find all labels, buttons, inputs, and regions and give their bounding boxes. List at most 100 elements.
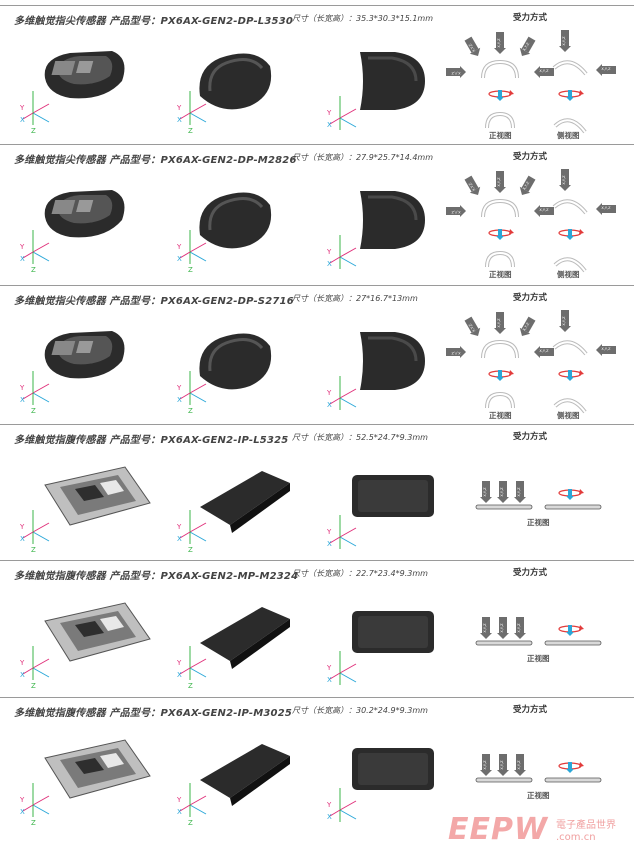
- force-arrow-icon: X,Y,Z: [446, 346, 466, 358]
- axis-x-label: X: [327, 401, 332, 409]
- svg-text:X,Y,Z: X,Y,Z: [500, 487, 504, 497]
- product-title: 多维触觉指腹传感器 产品型号：PX6AX-GEN2-IP-M3025: [14, 708, 293, 719]
- fingerpad-cover-image: [200, 607, 290, 669]
- axis-x-label: X: [327, 121, 332, 129]
- front-view-label: 正视图: [527, 518, 550, 527]
- axis-y-label: Y: [19, 796, 25, 804]
- xyz-axis-icon: YXZ: [176, 371, 207, 415]
- svg-text:X,Y,Z: X,Y,Z: [483, 623, 487, 633]
- axis-z-label: Z: [188, 546, 193, 554]
- product-title: 多维触觉指尖传感器 产品型号：PX6AX-GEN2-DP-L3530: [14, 16, 294, 27]
- force-arrow-icon: X,Y,Z: [494, 32, 506, 54]
- axis-z-label: Z: [188, 266, 193, 274]
- xyz-axis-icon: YXZ: [19, 371, 50, 415]
- arch-sensor-icon: [481, 198, 519, 218]
- svg-text:X,Y,Z: X,Y,Z: [468, 181, 476, 191]
- rotation-force-icon: [558, 90, 584, 101]
- svg-text:X,Y,Z: X,Y,Z: [483, 760, 487, 770]
- axis-x-label: X: [20, 396, 25, 404]
- svg-text:X,Y,Z: X,Y,Z: [483, 487, 487, 497]
- svg-text:X,Y,Z: X,Y,Z: [522, 41, 530, 51]
- axis-z-label: Z: [188, 407, 193, 415]
- product-title: 多维触觉指腹传感器 产品型号：PX6AX-GEN2-IP-L5325: [14, 435, 289, 446]
- axis-x-label: X: [327, 676, 332, 684]
- axis-z-label: Z: [31, 682, 36, 690]
- arch-sensor-icon: [481, 59, 519, 79]
- rotation-force-icon: [558, 625, 584, 636]
- force-arrow-icon: X,Y,Z: [464, 36, 481, 56]
- axis-x-label: X: [20, 671, 25, 679]
- axis-x-label: X: [177, 808, 182, 816]
- fingerpad-top-image: [352, 748, 434, 790]
- axis-x-label: X: [20, 535, 25, 543]
- side-sensor-icon: [552, 340, 588, 356]
- svg-text:X,Y,Z: X,Y,Z: [522, 321, 530, 331]
- axis-y-label: Y: [176, 384, 182, 392]
- axis-x-label: X: [177, 255, 182, 263]
- side-view-label: 侧视图: [557, 131, 580, 140]
- svg-text:X,Y,Z: X,Y,Z: [522, 180, 530, 190]
- xyz-axis-icon: YXZ: [19, 91, 50, 135]
- axis-y-label: Y: [326, 109, 332, 117]
- product-title: 多维触觉指腹传感器 产品型号：PX6AX-GEN2-MP-M2324: [14, 571, 299, 582]
- force-arrow-icon: X,Y,Z: [514, 481, 526, 503]
- force-arrow-icon: X,Y,Z: [519, 36, 536, 56]
- axis-z-label: Z: [188, 682, 193, 690]
- xy-axis-icon: YX: [326, 651, 357, 685]
- force-arrow-icon: X,Y,Z: [480, 617, 492, 639]
- force-mode-heading: 受力方式: [513, 13, 548, 23]
- front-view-label: 正视图: [489, 131, 512, 140]
- rotation-force-icon: [488, 370, 514, 381]
- force-arrow-icon: X,Y,Z: [559, 310, 571, 332]
- xyz-axis-icon: YXZ: [176, 230, 207, 274]
- axis-x-label: X: [177, 671, 182, 679]
- product-dimensions: 尺寸（长宽高）：22.7*23.4*9.3mm: [292, 569, 428, 578]
- force-arrow-icon: X,Y,Z: [534, 205, 554, 217]
- arch-sensor-icon: [481, 339, 519, 359]
- axis-y-label: Y: [176, 523, 182, 531]
- xy-axis-icon: YX: [326, 96, 357, 130]
- svg-text:X,Y,Z: X,Y,Z: [601, 67, 611, 71]
- force-arrow-icon: X,Y,Z: [559, 169, 571, 191]
- axis-y-label: Y: [19, 523, 25, 531]
- axis-x-label: X: [20, 255, 25, 263]
- force-arrow-icon: X,Y,Z: [514, 754, 526, 776]
- fingertip-cover-image: [199, 192, 272, 249]
- svg-text:X,Y,Z: X,Y,Z: [601, 347, 611, 351]
- force-arrow-icon: X,Y,Z: [464, 316, 481, 336]
- svg-text:X,Y,Z: X,Y,Z: [601, 206, 611, 210]
- svg-text:X,Y,Z: X,Y,Z: [562, 175, 566, 185]
- fingerpad-exploded-image: [44, 466, 151, 526]
- product-dimensions: 尺寸（长宽高）：30.2*24.9*9.3mm: [292, 706, 428, 715]
- xyz-axis-icon: YXZ: [176, 646, 207, 690]
- front-view-label: 正视图: [489, 270, 512, 279]
- axis-x-label: X: [177, 396, 182, 404]
- force-arrow-icon: X,Y,Z: [596, 203, 616, 215]
- fingertip-exploded-image: [44, 190, 125, 238]
- svg-text:X,Y,Z: X,Y,Z: [468, 42, 476, 52]
- svg-text:X,Y,Z: X,Y,Z: [500, 760, 504, 770]
- svg-text:X,Y,Z: X,Y,Z: [497, 177, 501, 187]
- product-title: 多维触觉指尖传感器 产品型号：PX6AX-GEN2-DP-S2716: [14, 296, 294, 307]
- product-dimensions: 尺寸（长宽高）：27.9*25.7*14.4mm: [292, 153, 434, 162]
- force-arrow-icon: X,Y,Z: [497, 754, 509, 776]
- xyz-axis-icon: YXZ: [176, 510, 207, 554]
- rotation-force-icon: [488, 90, 514, 101]
- axis-z-label: Z: [188, 819, 193, 827]
- product-title: 多维触觉指尖传感器 产品型号：PX6AX-GEN2-DP-M2826: [14, 155, 297, 166]
- axis-y-label: Y: [326, 248, 332, 256]
- fingerpad-exploded-image: [44, 739, 151, 799]
- axis-x-label: X: [327, 540, 332, 548]
- xy-axis-icon: YX: [326, 376, 357, 410]
- rotation-force-icon: [558, 229, 584, 240]
- axis-y-label: Y: [19, 659, 25, 667]
- fingerpad-top-image: [352, 611, 434, 653]
- force-mode-heading: 受力方式: [513, 152, 548, 162]
- watermark-domain: .com.cn: [556, 832, 596, 843]
- rotation-force-icon: [558, 762, 584, 773]
- force-arrow-icon: X,Y,Z: [559, 30, 571, 52]
